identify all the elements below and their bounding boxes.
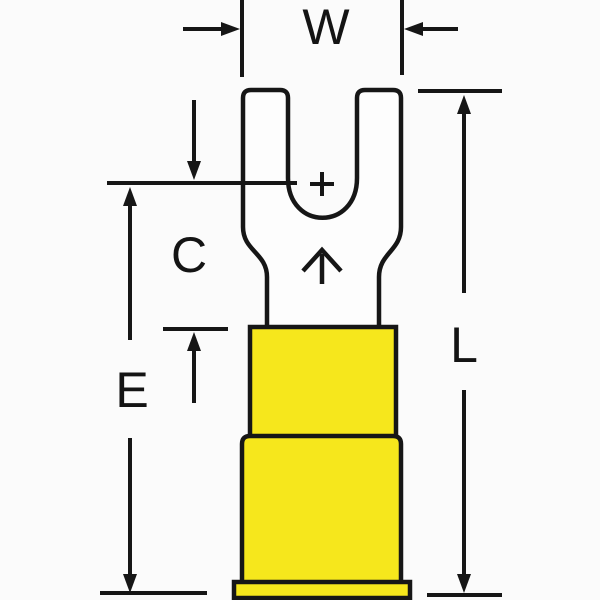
fork-terminal-outline — [240, 87, 404, 337]
dimension-label-w: W — [302, 0, 350, 55]
dimension-l: L — [418, 89, 502, 597]
dimension-w: W — [183, 0, 458, 77]
insulation-flange — [231, 579, 413, 600]
c-arrow-up-head-icon — [187, 332, 201, 351]
dimension-label-l: L — [450, 317, 478, 373]
up-arrow-chevron — [301, 246, 343, 273]
dimension-e: E — [100, 187, 207, 595]
w-arrow-right-head-icon — [404, 22, 423, 36]
l-arrow-down-head-icon — [457, 574, 471, 593]
insulation-sleeve-lower — [239, 433, 404, 586]
plus-mark-icon — [310, 172, 334, 196]
c-arrow-down-head-icon — [187, 161, 201, 180]
orientation-up-arrow-icon — [301, 246, 343, 284]
dimension-label-e: E — [115, 362, 148, 418]
l-arrow-up-head-icon — [457, 95, 471, 114]
e-arrow-down-head-icon — [123, 574, 137, 593]
dimension-c: C — [107, 100, 297, 403]
insulation-sleeve-upper — [247, 324, 399, 440]
dimension-label-c: C — [171, 227, 207, 283]
w-arrow-left-head-icon — [221, 22, 240, 36]
e-arrow-up-head-icon — [123, 187, 137, 206]
